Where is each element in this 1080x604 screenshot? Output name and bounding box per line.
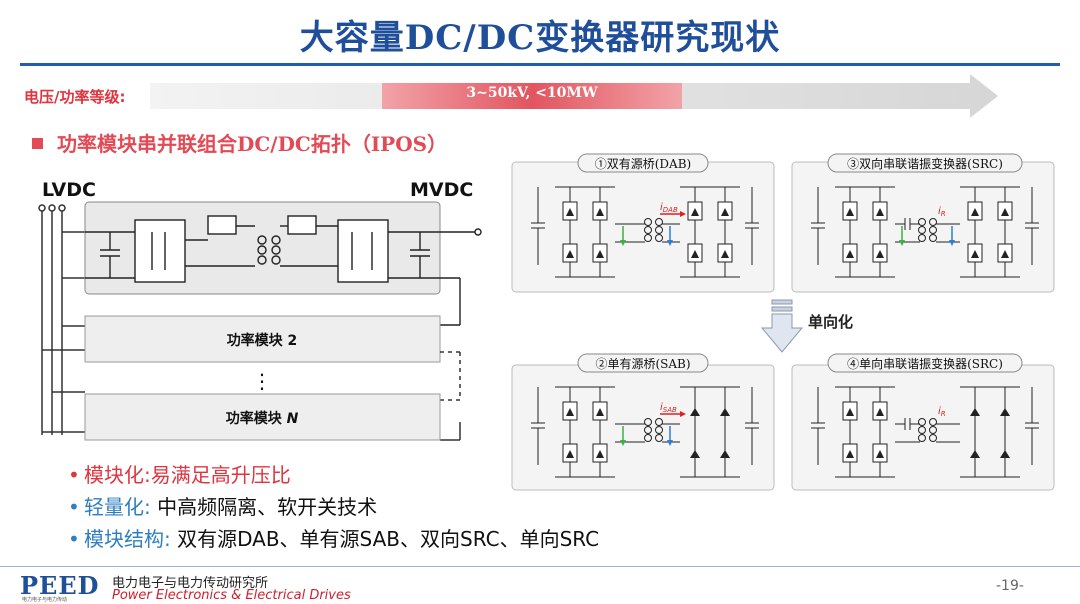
bullet-modularity-key: 模块化: — [84, 463, 151, 487]
panel-unidirectional-src-current: iR — [938, 406, 946, 418]
bullet-dot-icon: • — [68, 527, 80, 551]
level-label: 电压/功率等级: — [24, 88, 126, 106]
panel-dab-current-i: i — [660, 202, 663, 213]
lvdc-bus — [38, 204, 85, 435]
page-number: -19- — [996, 578, 1024, 594]
igbt-icon — [134, 219, 186, 283]
bullet-structure-text: 双有源DAB、单有源SAB、双向SRC、单向SRC — [177, 527, 600, 551]
mvdc-label: MVDC — [410, 179, 473, 201]
bullet-lightweight-key: 轻量化: — [84, 495, 151, 519]
bullet-structure-key: 模块结构: — [84, 527, 171, 551]
power-module-2-label: 功率模块 2 — [227, 332, 298, 349]
unidirectional-label: 单向化 — [808, 313, 853, 331]
bullet-lightweight-text: 中高频隔离、软开关技术 — [157, 495, 378, 519]
section-heading-text: 功率模块串并联组合DC/DC拓扑（IPOS） — [57, 132, 448, 156]
section-heading: 功率模块串并联组合DC/DC拓扑（IPOS） — [32, 128, 447, 157]
bullet-list: •模块化:易满足高升压比 •轻量化: 中高频隔离、软开关技术 •模块结构: 双有… — [68, 459, 599, 555]
bullet-lightweight: •轻量化: 中高频隔离、软开关技术 — [68, 491, 599, 523]
peed-logo-subtext: 电力电子与电力传动 — [22, 597, 68, 603]
modules-ellipsis: ⋮ — [252, 369, 272, 393]
panel-bidirectional-src-current-sub: R — [941, 210, 946, 218]
panel-dab-title: ①双有源桥(DAB) — [595, 157, 691, 171]
panel-unidirectional-src-title: ④单向串联谐振变换器(SRC) — [847, 356, 1003, 371]
title-divider — [20, 63, 1060, 66]
panel-dab: ①双有源桥(DAB) iDAB — [511, 153, 775, 293]
panel-bidirectional-src-title: ③双向串联谐振变换器(SRC) — [847, 156, 1003, 171]
igbt-icon — [337, 219, 389, 283]
converter-panels: ①双有源桥(DAB) iDAB ③双向串联谐振变换器(SRC) iR 单向化 — [511, 153, 1055, 491]
panel-unidirectional-src-current-i: i — [938, 406, 941, 417]
panel-dab-current-sub: DAB — [663, 206, 678, 214]
power-module-n — [84, 393, 441, 441]
capacitor-icon — [287, 215, 317, 235]
panel-bidirectional-src: ③双向串联谐振变换器(SRC) iR — [791, 153, 1055, 293]
footer-divider — [0, 566, 1080, 567]
lvdc-label: LVDC — [42, 179, 96, 201]
capacitor-icon — [207, 215, 237, 235]
org-name-en: Power Electronics & Electrical Drives — [112, 588, 351, 603]
panel-dab-current: iDAB — [660, 202, 678, 214]
org-name-cn: 电力电子与电力传动研究所 — [112, 576, 269, 591]
panel-bidirectional-src-current: iR — [938, 206, 946, 218]
level-range-highlight — [382, 83, 682, 109]
down-arrow-icon — [760, 299, 804, 353]
panel-sab-current-sub: SAB — [663, 406, 677, 414]
bullet-dot-icon: • — [68, 463, 80, 487]
level-arrow — [150, 74, 998, 118]
bullet-modularity: •模块化:易满足高升压比 — [68, 459, 599, 491]
power-module-n-label: 功率模块 N — [226, 410, 299, 427]
peed-logo: PEED — [20, 571, 100, 600]
panel-bidirectional-src-current-i: i — [938, 206, 941, 217]
power-module-n-prefix: 功率模块 — [226, 410, 283, 427]
panel-unidirectional-src: ④单向串联谐振变换器(SRC) iR — [791, 353, 1055, 491]
power-module-2 — [84, 315, 441, 363]
module-dashed-links — [440, 351, 461, 401]
panel-sab-title: ②单有源桥(SAB) — [595, 357, 690, 371]
panel-unidirectional-src-current-sub: R — [941, 410, 946, 418]
panel-sab: ②单有源桥(SAB) iSAB — [511, 353, 775, 491]
panel-sab-current-i: i — [660, 402, 663, 413]
power-module-n-suffix: N — [287, 411, 299, 427]
panel-sab-current: iSAB — [660, 402, 677, 414]
bullet-modularity-text: 易满足高升压比 — [150, 463, 291, 487]
ipos-topology-diagram: LVDC MVDC 功率模块 2 ⋮ 功率模块 N — [38, 179, 482, 441]
power-module-1-circuit — [85, 215, 482, 326]
bullet-square-icon — [32, 138, 43, 149]
level-range-text: 3~50kV, <10MW — [466, 85, 598, 101]
bullet-structure: •模块结构: 双有源DAB、单有源SAB、双向SRC、单向SRC — [68, 523, 599, 555]
bullet-dot-icon: • — [68, 495, 80, 519]
page-title: 大容量DC/DC变换器研究现状 — [299, 18, 781, 58]
